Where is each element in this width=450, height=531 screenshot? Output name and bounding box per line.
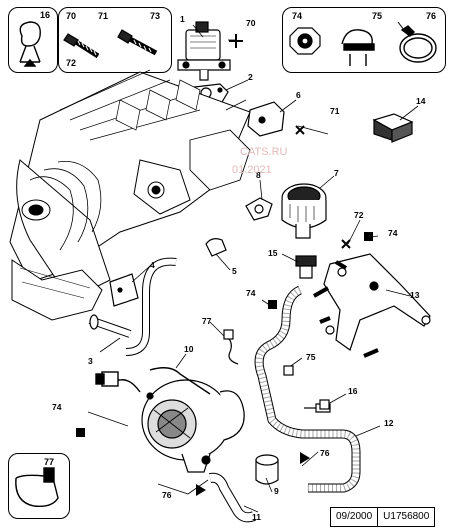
callout-4: 4	[150, 260, 155, 270]
cross-symbol-icon	[295, 125, 351, 249]
nut-74-icon	[289, 27, 321, 55]
engine-intake-manifold	[9, 69, 251, 321]
callout-72: 72	[354, 210, 364, 220]
bracket-13	[323, 253, 431, 351]
callout-77: 77	[202, 316, 212, 326]
inset-label-71: 71	[98, 11, 109, 21]
screw-70-icon	[63, 33, 100, 59]
gasket-8	[245, 197, 273, 221]
pump-wiring-harness	[95, 367, 211, 395]
watermark-line-2: 01.2021	[232, 164, 272, 176]
hose-11	[209, 472, 256, 523]
callout-75: 75	[306, 352, 316, 362]
callout-70: 70	[246, 18, 256, 28]
callout-11: 11	[252, 512, 261, 522]
inset-label-75: 75	[372, 11, 383, 21]
callout-1: 1	[180, 14, 185, 24]
clip-part-icon	[19, 21, 41, 67]
open-square-75-icon	[283, 365, 294, 376]
clamp-77	[225, 335, 239, 365]
callout-labels: 1 70 2 6 71 14 8 7 72 74 15 4 5 13 74 77…	[52, 14, 426, 522]
inset-label-77: 77	[44, 457, 55, 467]
bolt-73-icon	[117, 29, 158, 56]
callout-16: 16	[348, 386, 358, 396]
inset-label-76: 76	[426, 11, 437, 21]
inset-label-72: 72	[66, 58, 77, 68]
callout-9: 9	[274, 486, 279, 496]
filled-triangle-76-icon	[196, 452, 310, 496]
inset-label-70: 70	[66, 11, 77, 21]
air-pump-10	[141, 379, 245, 473]
callout-3: 3	[88, 356, 93, 366]
relay-14	[372, 113, 414, 143]
callout-2: 2	[248, 72, 253, 82]
callout-76-a: 76	[320, 448, 330, 458]
short-hose-9	[255, 454, 279, 485]
hose-clip-76-icon	[397, 21, 437, 63]
callout-5: 5	[232, 266, 237, 276]
inset-label-74: 74	[292, 11, 303, 21]
callout-76-b: 76	[162, 490, 172, 500]
hose-12	[254, 285, 361, 493]
inset-label-73: 73	[150, 11, 161, 21]
air-valve-7	[281, 183, 327, 239]
clip-5	[205, 238, 227, 257]
callout-71: 71	[330, 106, 340, 116]
footer-code: U1756800	[377, 508, 434, 526]
footer-date: 09/2000	[336, 511, 373, 522]
callout-14: 14	[416, 96, 426, 106]
egr-valve-1	[177, 21, 231, 81]
callout-15: 15	[268, 248, 278, 258]
callout-6: 6	[296, 90, 301, 100]
callout-74-a: 74	[388, 228, 398, 238]
cover-plate-6	[247, 101, 285, 137]
footer-stamp: 09/2000 U1756800	[330, 507, 436, 527]
open-square-16-icon	[319, 399, 330, 410]
callout-12: 12	[384, 418, 394, 428]
clamp-75-icon	[341, 29, 375, 66]
inset-label-16: 16	[40, 10, 51, 20]
callout-7: 7	[334, 168, 339, 178]
plus-symbol-icon	[229, 34, 243, 48]
bracket-4	[109, 273, 139, 307]
watermark-line-1: CATS.RU	[240, 146, 288, 158]
threaded-studs	[313, 260, 379, 358]
callout-10: 10	[184, 344, 194, 354]
hose-3	[88, 257, 177, 356]
open-square-77-icon	[223, 329, 234, 340]
inset-box-cable-tie	[8, 453, 70, 519]
callout-74-b: 74	[246, 288, 256, 298]
callout-74-c: 74	[52, 402, 62, 412]
cable-tie-77-icon	[15, 467, 59, 508]
connector-15	[295, 255, 317, 279]
callout-13: 13	[410, 290, 420, 300]
callout-8: 8	[256, 170, 261, 180]
filled-square-74-icon	[76, 232, 373, 437]
